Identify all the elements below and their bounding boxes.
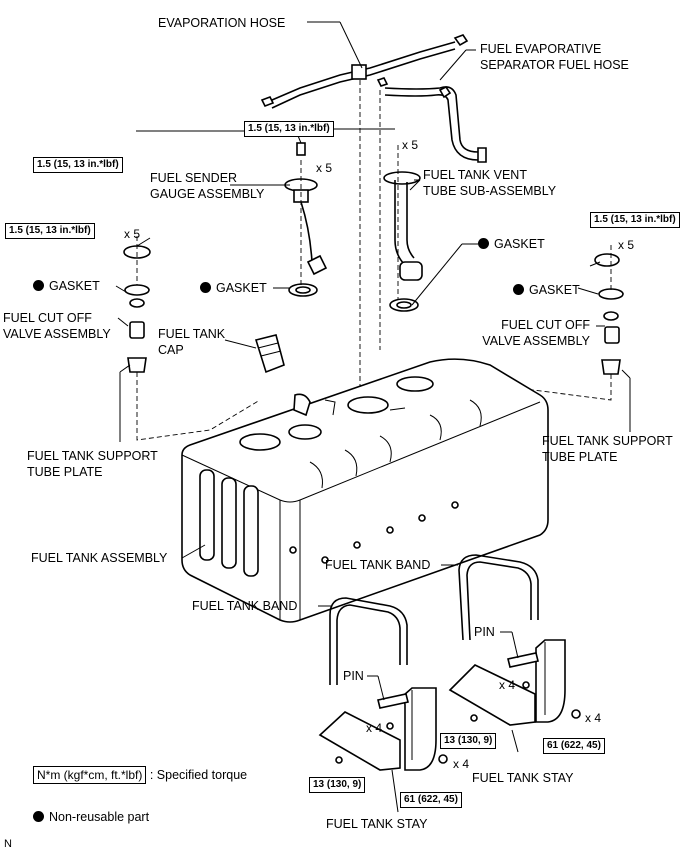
label-pin-front: PIN xyxy=(343,669,364,683)
quantity-x4: x 4 xyxy=(366,721,383,735)
front-band-stay-drawing xyxy=(318,597,448,771)
label-fuel-tank-cap-1: FUEL TANK xyxy=(158,327,226,341)
torque-badge: 13 (130, 9) xyxy=(440,733,497,749)
quantity-x5: x 5 xyxy=(124,227,141,241)
label-fuel-sender: FUEL SENDER xyxy=(150,171,238,185)
legend-torque-unit-box: N*m (kgf*cm, ft.*lbf) xyxy=(33,766,147,784)
evaporation-hose-drawing xyxy=(260,34,469,109)
legend-non-reusable-text: Non-reusable part xyxy=(49,810,150,824)
torque-badge: 1.5 (15, 13 in.*lbf) xyxy=(33,157,123,173)
quantity-x5: x 5 xyxy=(618,238,635,252)
label-fuel-tank-assembly: FUEL TANK ASSEMBLY xyxy=(31,551,168,565)
quantity-x4: x 4 xyxy=(453,757,470,771)
non-reusable-dot xyxy=(478,238,489,249)
vent-tube-drawing xyxy=(383,171,423,312)
label-fuel-tank-stay-front: FUEL TANK STAY xyxy=(326,817,428,831)
figure-code: N xyxy=(4,838,12,850)
separator-fuel-hose-drawing xyxy=(376,77,487,163)
torque-badge: 1.5 (15, 13 in.*lbf) xyxy=(5,223,95,239)
label-support-plate-right-2: TUBE PLATE xyxy=(542,450,618,464)
label-fuel-tank-cap-2: CAP xyxy=(158,343,184,357)
label-fuel-cut-off-left: FUEL CUT OFF xyxy=(3,311,92,325)
right-cut-off-valve-drawing xyxy=(589,253,624,375)
quantity-x5: x 5 xyxy=(402,138,419,152)
non-reusable-dot xyxy=(33,811,44,822)
quantity-x4: x 4 xyxy=(499,678,516,692)
gasket-text: GASKET xyxy=(529,283,580,297)
torque-badge: 1.5 (15, 13 in.*lbf) xyxy=(590,212,680,228)
label-support-plate-right-1: FUEL TANK SUPPORT xyxy=(542,434,673,448)
label-fuel-evaporative: FUEL EVAPORATIVE xyxy=(480,42,602,56)
fuel-tank-body-drawing xyxy=(181,358,549,623)
label-tube-sub-assembly: TUBE SUB-ASSEMBLY xyxy=(423,184,557,198)
label-fuel-tank-vent: FUEL TANK VENT xyxy=(423,168,527,182)
quantity-x4: x 4 xyxy=(585,711,602,725)
non-reusable-dot xyxy=(513,284,524,295)
label-fuel-tank-stay-rear: FUEL TANK STAY xyxy=(472,771,574,785)
gasket-text: GASKET xyxy=(494,237,545,251)
non-reusable-dot xyxy=(200,282,211,293)
label-evaporation-hose: EVAPORATION HOSE xyxy=(158,16,286,30)
label-gasket-vent: GASKET xyxy=(478,237,545,252)
label-gasket-right: GASKET xyxy=(513,283,580,298)
label-support-plate-left-1: FUEL TANK SUPPORT xyxy=(27,449,158,463)
label-valve-assembly-right: VALVE ASSEMBLY xyxy=(482,334,590,348)
label-pin-rear: PIN xyxy=(474,625,495,639)
label-gasket-sender: GASKET xyxy=(200,281,267,296)
label-fuel-tank-band-front: FUEL TANK BAND xyxy=(192,599,298,613)
legend-non-reusable: Non-reusable part xyxy=(33,810,149,824)
fuel-sender-gauge-drawing xyxy=(284,142,328,297)
label-separator-fuel-hose: SEPARATOR FUEL HOSE xyxy=(480,58,629,72)
label-fuel-tank-band-rear: FUEL TANK BAND xyxy=(325,558,431,572)
fuel-tank-cap-drawing xyxy=(254,334,285,374)
label-gasket-left: GASKET xyxy=(33,279,100,294)
quantity-x5: x 5 xyxy=(316,161,333,175)
non-reusable-dot xyxy=(33,280,44,291)
label-support-plate-left-2: TUBE PLATE xyxy=(27,465,103,479)
label-fuel-cut-off-right: FUEL CUT OFF xyxy=(501,318,590,332)
label-valve-assembly-left: VALVE ASSEMBLY xyxy=(3,327,111,341)
rear-band-stay-drawing xyxy=(448,554,581,726)
torque-badge: 61 (622, 45) xyxy=(543,738,605,754)
legend-torque-desc: : Specified torque xyxy=(149,768,248,782)
gasket-text: GASKET xyxy=(49,279,100,293)
left-cut-off-valve-drawing xyxy=(123,237,151,373)
torque-badge: 61 (622, 45) xyxy=(400,792,462,808)
legend-specified-torque: N*m (kgf*cm, ft.*lbf) : Specified torque xyxy=(33,766,248,784)
gasket-text: GASKET xyxy=(216,281,267,295)
torque-badge: 13 (130, 9) xyxy=(309,777,366,793)
torque-badge: 1.5 (15, 13 in.*lbf) xyxy=(244,121,334,137)
label-gauge-assembly: GAUGE ASSEMBLY xyxy=(150,187,265,201)
